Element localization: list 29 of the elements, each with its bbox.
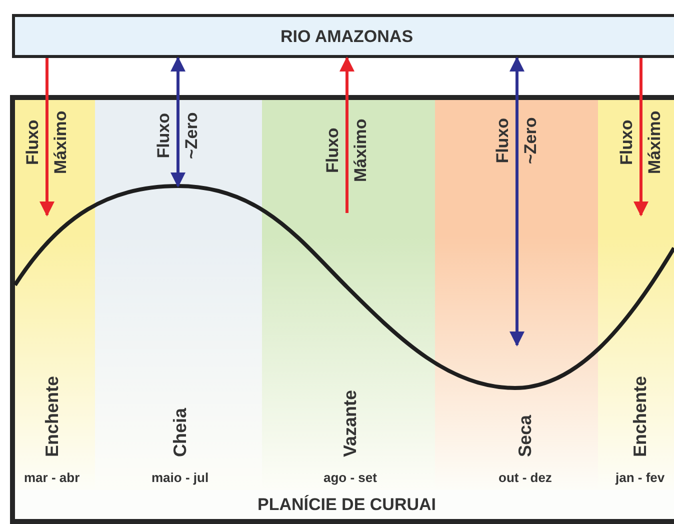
season-band <box>435 100 598 490</box>
title-label: PLANÍCIE DE CURUAI <box>258 495 436 515</box>
season-label: Vazante <box>339 390 361 457</box>
river-box <box>12 14 674 58</box>
month-range-label: jan - fev <box>616 470 665 486</box>
flow-arrow <box>340 56 354 213</box>
season-band <box>262 100 435 490</box>
flow-label: Fluxo ~Zero <box>492 116 541 164</box>
season-label: Enchente <box>629 376 651 457</box>
flow-arrow <box>170 56 186 188</box>
flow-label: Fluxo Máximo <box>322 118 371 182</box>
month-range-label: ago - set <box>324 470 377 486</box>
month-range-label: mar - abr <box>24 470 80 486</box>
season-label: Seca <box>514 414 536 457</box>
season-label: Enchente <box>41 376 63 457</box>
flow-arrow <box>634 58 648 216</box>
season-band <box>598 100 674 490</box>
flow-arrow <box>40 58 54 216</box>
season-band <box>95 100 262 490</box>
season-label: Cheia <box>169 408 191 457</box>
flow-label: Fluxo ~Zero <box>153 112 202 158</box>
season-band <box>15 100 95 490</box>
title-label: RIO AMAZONAS <box>280 27 414 47</box>
flow-arrow <box>510 56 524 346</box>
flow-label: Fluxo Máximo <box>616 110 665 174</box>
floodplain-box <box>10 95 674 524</box>
flow-label: Fluxo Máximo <box>22 110 71 174</box>
month-range-label: maio - jul <box>152 470 209 486</box>
month-range-label: out - dez <box>498 470 552 486</box>
